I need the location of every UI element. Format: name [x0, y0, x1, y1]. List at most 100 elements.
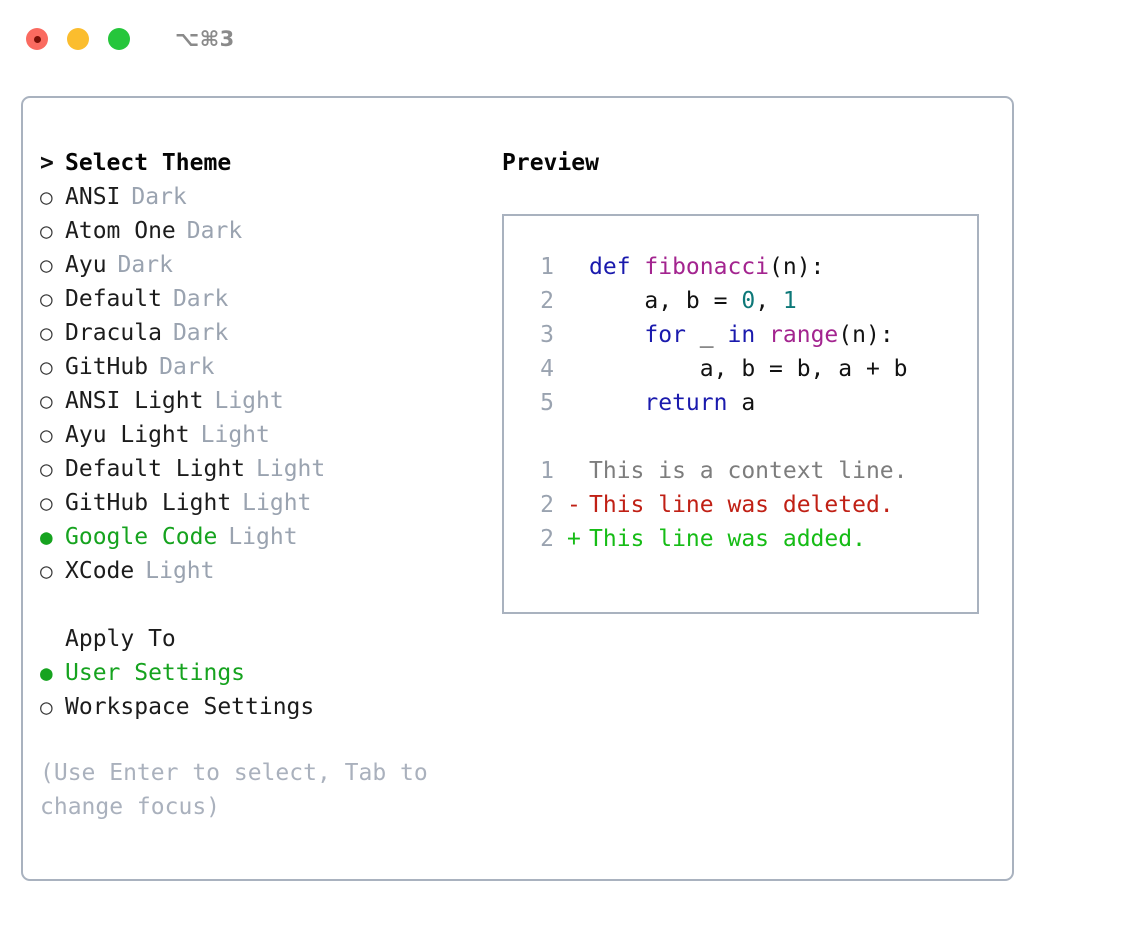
theme-option-label: Default — [65, 286, 162, 312]
apply-to-heading-label: Apply To — [65, 626, 176, 652]
code-token-num: 1 — [782, 288, 797, 314]
minimize-button-icon[interactable] — [67, 28, 89, 50]
code-token-txt: (n): — [769, 254, 825, 280]
theme-variant-badge: Dark — [186, 218, 243, 244]
code-token-kw: for — [644, 322, 700, 348]
line-number: 3 — [540, 322, 554, 348]
code-line: 5 return a — [522, 390, 977, 424]
apply-to-option-user-settings[interactable]: ● User Settings — [40, 660, 490, 694]
theme-option-label: Ayu — [65, 252, 107, 278]
code-text: def fibonacci(n): — [589, 254, 824, 280]
apply-to-heading: ○ Apply To — [40, 626, 490, 660]
radio-unselected-icon: ○ — [40, 491, 53, 515]
theme-option-label: ANSI Light — [65, 388, 204, 414]
theme-option-label: ANSI — [65, 184, 121, 210]
code-token-txt: _ — [699, 322, 728, 348]
code-token-txt: (n): — [838, 322, 894, 348]
code-text: a, b = b, a + b — [589, 356, 908, 382]
radio-unselected-icon: ○ — [40, 321, 53, 345]
theme-option-dracula[interactable]: ○ Dracula Dark — [40, 320, 490, 354]
theme-variant-badge: Dark — [172, 320, 229, 346]
code-token-txt: a, b = b, a + b — [699, 356, 908, 382]
line-number: 2 — [540, 492, 554, 518]
theme-option-label: Atom One — [65, 218, 176, 244]
diff-line: 2-This line was deleted. — [522, 492, 977, 526]
preview-title: Preview — [502, 150, 599, 176]
code-token-txt: a — [741, 390, 756, 416]
keyboard-shortcut-label: ⌥⌘3 — [175, 27, 235, 51]
line-number: 1 — [540, 254, 554, 280]
code-token-kw: in — [727, 322, 770, 348]
radio-unselected-icon: ○ — [40, 253, 53, 277]
theme-option-ayu[interactable]: ○ Ayu Dark — [40, 252, 490, 286]
theme-variant-badge: Light — [256, 456, 326, 482]
diff-marker — [567, 390, 589, 416]
diff-text: This is a context line. — [589, 458, 908, 484]
line-number: 1 — [540, 458, 554, 484]
code-line: 4 a, b = b, a + b — [522, 356, 977, 390]
cursor-arrow-icon: > — [40, 150, 54, 176]
diff-text: This line was deleted. — [589, 492, 894, 518]
diff-marker — [567, 458, 589, 484]
close-dot-inner — [33, 35, 41, 43]
radio-unselected-icon: ○ — [40, 389, 53, 413]
theme-variant-badge: Dark — [131, 184, 187, 210]
code-diff-spacer — [522, 424, 977, 458]
theme-variant-badge: Light — [228, 524, 298, 550]
code-text: for _ in range(n): — [589, 322, 894, 348]
diff-marker — [567, 288, 589, 314]
maximize-button-icon[interactable] — [108, 28, 130, 50]
diff-marker — [567, 356, 589, 382]
section-spacer — [40, 592, 490, 626]
select-theme-heading-label: Select Theme — [65, 150, 232, 176]
theme-option-label: Google Code — [65, 524, 218, 550]
diff-line: 2+This line was added. — [522, 526, 977, 560]
code-token-txt: , — [755, 288, 783, 314]
select-theme-heading: > Select Theme — [40, 150, 490, 184]
diff-marker — [567, 254, 589, 280]
code-token-kw: return — [644, 390, 742, 416]
code-indent — [589, 356, 700, 382]
theme-option-label: GitHub Light — [65, 490, 232, 516]
apply-to-option-label: User Settings — [65, 660, 246, 686]
line-number: 5 — [540, 390, 554, 416]
code-indent — [589, 390, 644, 416]
close-button-icon[interactable] — [26, 28, 48, 50]
code-text: return a — [589, 390, 755, 416]
code-indent — [589, 322, 644, 348]
radio-selected-icon: ● — [40, 661, 53, 685]
diff-text: This line was added. — [589, 526, 866, 552]
theme-option-label: GitHub — [65, 354, 149, 380]
line-number: 2 — [540, 288, 554, 314]
apply-to-list: ● User Settings ○Workspace Settings — [40, 660, 490, 728]
preview-panel: Preview 1 def fibonacci(n): 2 a, b = 0, 1… — [502, 150, 992, 614]
theme-option-label: Default Light — [65, 456, 246, 482]
radio-unselected-icon: ○ — [40, 287, 53, 311]
apply-to-option-workspace-settings[interactable]: ○Workspace Settings — [40, 694, 490, 728]
theme-option-label: XCode — [65, 558, 135, 584]
code-token-txt: a, b = — [644, 288, 742, 314]
theme-variant-badge: Dark — [117, 252, 173, 278]
code-text: a, b = 0, 1 — [589, 288, 797, 314]
theme-option-label: Dracula — [65, 320, 162, 346]
diff-marker: - — [567, 492, 581, 518]
radio-unselected-icon: ○ — [40, 559, 53, 583]
window-controls — [26, 28, 130, 50]
code-line: 2 a, b = 0, 1 — [522, 288, 977, 322]
diff-marker — [567, 322, 589, 348]
